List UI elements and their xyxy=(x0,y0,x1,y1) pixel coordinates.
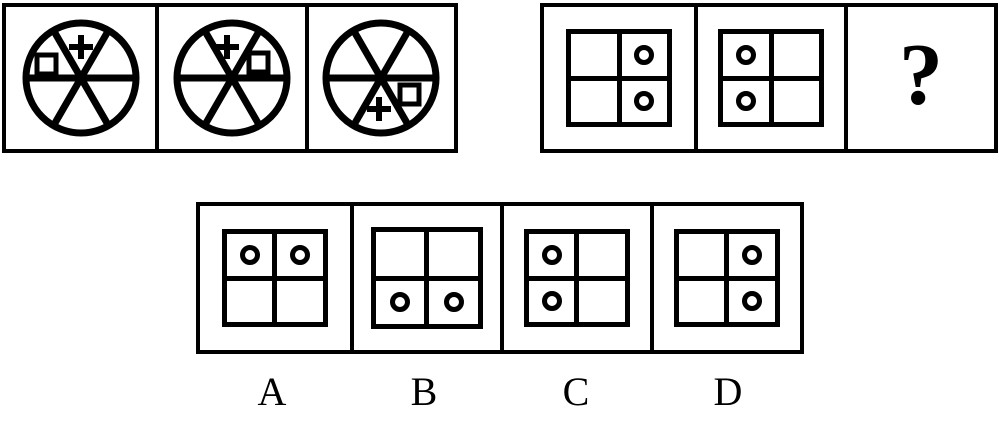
circle-icon xyxy=(735,91,756,112)
circle-icon xyxy=(290,244,311,265)
grid-quadrant-bottom-right xyxy=(729,280,775,322)
grid-quadrant-top-right xyxy=(429,232,478,276)
grid-quadrant-top-left xyxy=(571,34,617,76)
grid-sequence-cell-3-unknown[interactable]: ? xyxy=(844,7,994,149)
circle-icon xyxy=(541,291,562,312)
grid-quadrant-top-left xyxy=(528,234,575,276)
six-sector-circle-icon xyxy=(18,15,144,141)
pie-sequence-cell-1[interactable] xyxy=(6,7,156,149)
option-c[interactable] xyxy=(499,206,650,350)
grid-quadrant-bottom-right xyxy=(277,280,323,322)
option-label-b: B xyxy=(410,369,438,414)
grid-quadrant-bottom-right xyxy=(579,280,625,322)
circle-icon xyxy=(541,244,562,265)
two-by-two-grid-icon xyxy=(566,29,672,127)
two-by-two-grid-icon xyxy=(718,29,824,127)
grid-quadrant-top-right xyxy=(277,234,323,276)
option-b[interactable] xyxy=(349,206,500,350)
six-sector-circle-icon xyxy=(318,15,444,141)
two-by-two-grid-icon xyxy=(370,227,483,329)
pie-sequence-cell-3[interactable] xyxy=(304,7,454,149)
grid-quadrant-top-left xyxy=(226,234,273,276)
grid-sequence-panel: ? xyxy=(540,3,998,153)
pie-sequence-cell-2[interactable] xyxy=(155,7,305,149)
circle-icon xyxy=(742,291,763,312)
grid-sequence-cell-1[interactable] xyxy=(544,7,694,149)
circle-icon xyxy=(390,292,411,313)
grid-quadrant-top-right xyxy=(621,34,667,76)
circle-icon xyxy=(443,292,464,313)
circle-icon xyxy=(634,91,655,112)
grid-quadrant-top-right xyxy=(729,234,775,276)
circle-icon xyxy=(735,44,756,65)
grid-quadrant-top-left xyxy=(678,234,725,276)
option-label-c: C xyxy=(562,369,590,414)
circle-icon xyxy=(634,44,655,65)
grid-quadrant-bottom-left xyxy=(226,280,273,322)
grid-sequence-cell-2[interactable] xyxy=(694,7,844,149)
grid-quadrant-top-left xyxy=(723,34,769,76)
two-by-two-grid-icon xyxy=(673,229,780,327)
question-mark-icon: ? xyxy=(899,27,943,125)
circle-icon xyxy=(239,244,260,265)
option-a[interactable] xyxy=(200,206,350,350)
two-by-two-grid-icon xyxy=(523,229,630,327)
option-label-a: A xyxy=(257,369,287,414)
option-label-d: D xyxy=(713,369,743,414)
grid-quadrant-bottom-left xyxy=(528,280,575,322)
grid-quadrant-bottom-left xyxy=(723,80,769,122)
grid-quadrant-bottom-left xyxy=(678,280,725,322)
grid-quadrant-bottom-left xyxy=(571,80,617,122)
grid-quadrant-top-right xyxy=(579,234,625,276)
option-d[interactable] xyxy=(649,206,800,350)
grid-quadrant-bottom-right xyxy=(429,280,478,324)
grid-quadrant-bottom-right xyxy=(621,80,667,122)
grid-quadrant-bottom-left xyxy=(375,280,425,324)
grid-quadrant-top-left xyxy=(375,232,425,276)
six-sector-circle-icon xyxy=(169,15,295,141)
option-labels-row: A B C D xyxy=(196,358,804,428)
answer-options-panel xyxy=(196,202,804,354)
grid-quadrant-top-right xyxy=(773,34,819,76)
two-by-two-grid-icon xyxy=(221,229,328,327)
grid-quadrant-bottom-right xyxy=(773,80,819,122)
pie-sequence-panel xyxy=(2,3,458,153)
circle-icon xyxy=(742,244,763,265)
